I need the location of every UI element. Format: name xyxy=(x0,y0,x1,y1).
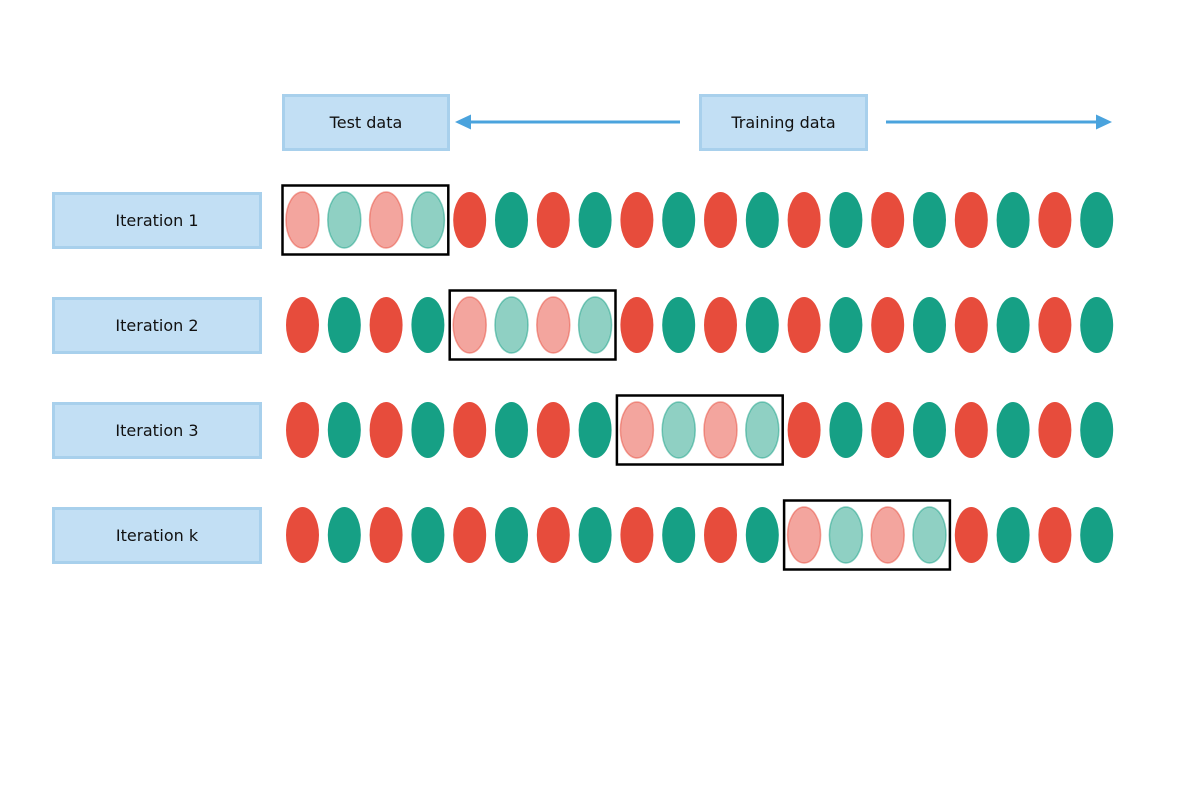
training-sample xyxy=(829,297,863,353)
training-sample xyxy=(954,297,988,353)
training-direction-arrow xyxy=(886,114,1112,130)
training-sample xyxy=(495,192,528,248)
training-sample xyxy=(620,507,654,563)
training-sample xyxy=(829,402,863,458)
test-fold-box xyxy=(448,289,617,361)
iteration-label-k: Iteration k xyxy=(52,507,262,564)
training-sample xyxy=(996,402,1030,458)
test-sample xyxy=(912,506,947,564)
training-sample xyxy=(704,192,737,248)
test-sample xyxy=(285,191,320,249)
training-sample xyxy=(787,297,821,353)
training-sample xyxy=(536,402,570,458)
training-sample xyxy=(704,507,737,563)
iteration-row xyxy=(286,499,1114,571)
training-sample xyxy=(996,192,1030,248)
sample-rows xyxy=(281,184,1114,571)
training-sample xyxy=(536,507,570,563)
training-sample xyxy=(745,507,779,563)
iteration-row xyxy=(286,394,1114,466)
training-sample xyxy=(913,297,946,353)
test-sample xyxy=(828,506,864,564)
test-fold-box xyxy=(782,499,952,571)
test-sample xyxy=(536,296,571,354)
test-data-label: Test data xyxy=(282,94,450,151)
training-sample xyxy=(286,297,319,353)
training-sample xyxy=(1080,402,1114,458)
iteration-label-3: Iteration 3 xyxy=(52,402,262,459)
training-sample xyxy=(453,402,487,458)
training-sample xyxy=(996,507,1030,563)
iteration-label-2: Iteration 2 xyxy=(52,297,262,354)
iteration-row xyxy=(286,289,1114,361)
test-sample xyxy=(494,296,529,354)
training-sample xyxy=(453,192,487,248)
test-sample xyxy=(452,296,487,354)
training-sample xyxy=(996,297,1030,353)
training-sample xyxy=(453,507,487,563)
training-sample xyxy=(913,192,946,248)
training-sample xyxy=(369,507,403,563)
training-sample xyxy=(787,402,821,458)
training-sample xyxy=(787,192,821,248)
training-sample xyxy=(1038,297,1072,353)
training-sample xyxy=(871,192,905,248)
training-sample xyxy=(871,297,905,353)
training-sample xyxy=(662,507,696,563)
training-sample xyxy=(954,507,988,563)
test-sample xyxy=(661,401,696,459)
training-sample xyxy=(745,192,779,248)
training-sample xyxy=(411,507,445,563)
training-sample xyxy=(1080,297,1114,353)
test-fold-box xyxy=(615,394,784,466)
iteration-row xyxy=(281,184,1114,256)
training-sample xyxy=(620,192,654,248)
test-sample xyxy=(870,506,905,564)
training-sample xyxy=(954,402,988,458)
training-sample xyxy=(495,402,528,458)
training-sample xyxy=(286,507,319,563)
test-sample xyxy=(410,191,446,249)
training-sample xyxy=(954,192,988,248)
training-sample xyxy=(871,402,905,458)
training-sample xyxy=(1038,402,1072,458)
training-sample xyxy=(411,402,445,458)
training-sample xyxy=(411,297,445,353)
training-sample xyxy=(662,297,696,353)
training-sample xyxy=(1038,192,1072,248)
test-sample xyxy=(577,296,613,354)
training-sample xyxy=(369,402,403,458)
training-sample xyxy=(1080,507,1114,563)
test-sample xyxy=(327,191,362,249)
test-direction-arrow xyxy=(455,114,680,130)
training-sample xyxy=(913,402,946,458)
training-sample xyxy=(704,297,737,353)
test-sample xyxy=(619,401,655,459)
training-sample xyxy=(495,507,528,563)
test-sample xyxy=(745,401,780,459)
test-sample xyxy=(786,506,822,564)
test-sample xyxy=(368,191,404,249)
training-sample xyxy=(578,402,612,458)
training-sample xyxy=(578,507,612,563)
training-sample xyxy=(745,297,779,353)
training-sample xyxy=(286,402,319,458)
training-sample xyxy=(327,402,361,458)
training-sample xyxy=(1038,507,1072,563)
training-sample xyxy=(578,192,612,248)
training-sample xyxy=(327,297,361,353)
training-sample xyxy=(327,507,361,563)
iteration-label-1: Iteration 1 xyxy=(52,192,262,249)
training-sample xyxy=(536,192,570,248)
training-sample xyxy=(662,192,696,248)
training-sample xyxy=(620,297,654,353)
test-fold-box xyxy=(281,184,450,256)
test-sample xyxy=(703,401,738,459)
training-data-label: Training data xyxy=(699,94,868,151)
training-sample xyxy=(369,297,403,353)
training-sample xyxy=(829,192,863,248)
training-sample xyxy=(1080,192,1114,248)
